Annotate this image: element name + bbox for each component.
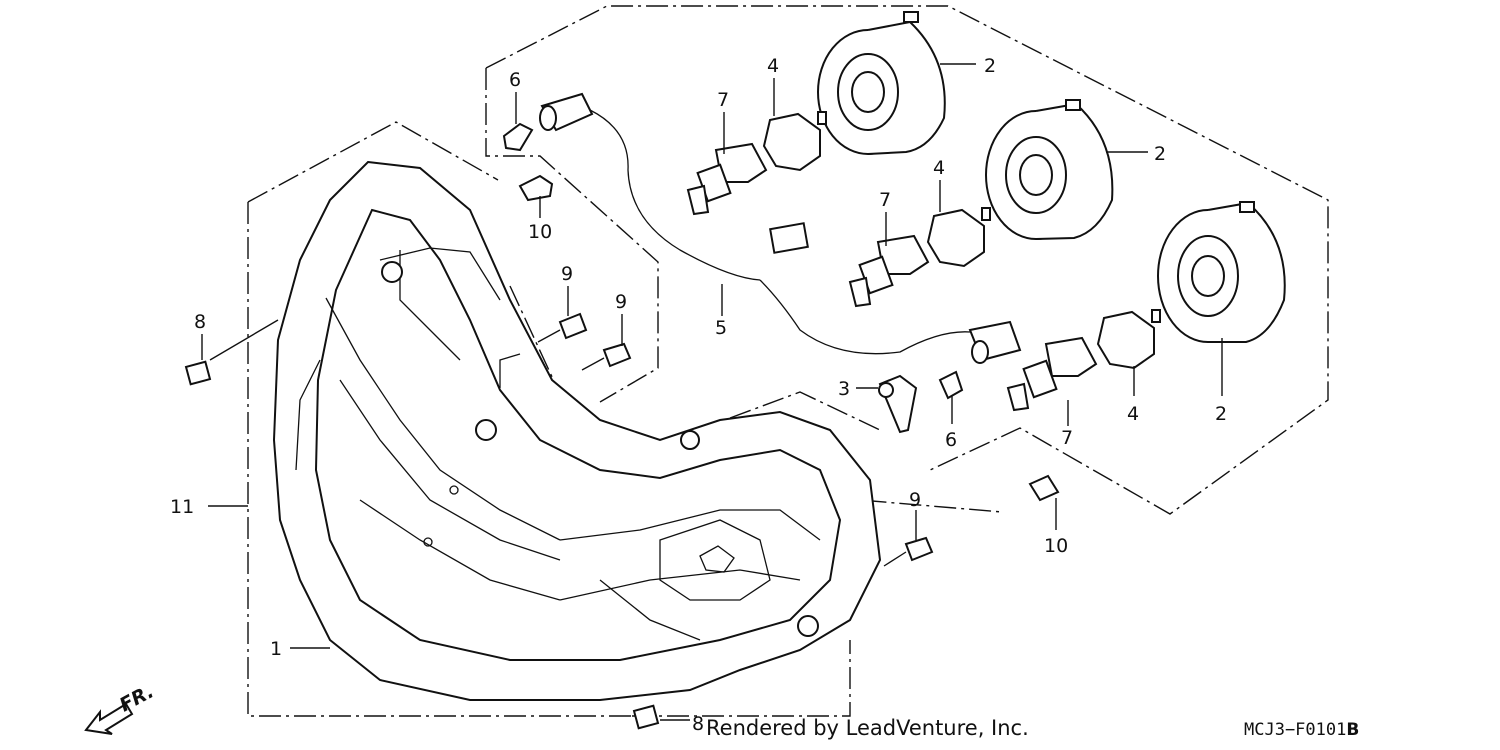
bulbs [686,142,1098,412]
callout-5: 5 [715,317,727,339]
callout-10-top: 10 [528,221,552,243]
callout-3: 3 [838,378,850,400]
small-parts [502,122,964,434]
grouping-dashed-lines [247,5,1329,717]
dust-covers [817,11,1286,343]
diagram-code-suffix: B [1346,720,1360,740]
callout-1: 1 [270,638,282,660]
callout-4-bottom: 4 [1127,403,1139,425]
callout-6-top: 6 [509,69,521,91]
callout-7-bottom: 7 [1061,427,1073,449]
callout-2-bottom: 2 [1215,403,1227,425]
dust-cover-2 [985,99,1114,240]
callout-7-top: 7 [717,89,729,111]
callout-9-bottom: 9 [909,489,921,511]
callout-8-left: 8 [194,311,206,333]
fasteners [184,174,1060,730]
wire-harness [539,92,1022,364]
diagram-code-text: MCJ3−F0101 [1244,720,1347,740]
callout-6-bottom: 6 [945,429,957,451]
diagram-code: MCJ3−F0101B [1244,720,1359,740]
sockets [762,111,1161,370]
callout-2-top: 2 [984,55,996,77]
callout-7-middle: 7 [879,189,891,211]
dust-cover-3 [1157,201,1286,343]
callout-9-left: 9 [561,263,573,285]
dust-cover-1 [817,11,946,155]
callout-9-right: 9 [615,291,627,313]
callout-labels: 1 11 8 6 7 4 2 7 4 2 2 4 7 6 3 5 10 9 9 … [170,55,1227,735]
headlight-housing [272,160,882,701]
callout-10-bottom: 10 [1044,535,1068,557]
render-credit: Rendered by LeadVenture, Inc. [706,716,1029,740]
leader-lines [201,63,1223,721]
front-arrow-icon [84,702,134,735]
callout-8-bottom: 8 [692,713,704,735]
callout-4-middle: 4 [933,157,945,179]
callout-2-middle: 2 [1154,143,1166,165]
front-direction-indicator: FR. [84,680,157,735]
callout-4-top: 4 [767,55,779,77]
callout-11: 11 [170,496,194,518]
